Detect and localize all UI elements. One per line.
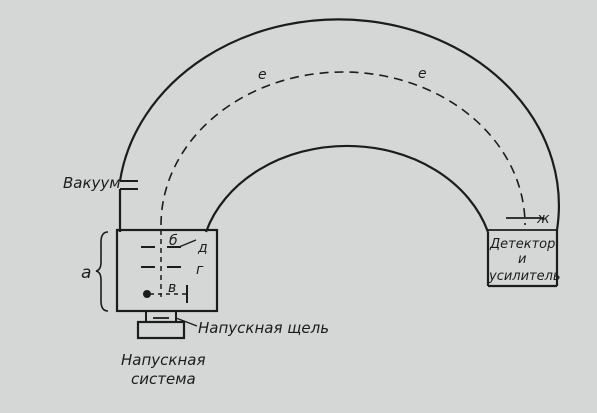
label-detector-3: усилитель: [488, 269, 561, 284]
label-inlet-system-2: система: [131, 370, 196, 388]
tube-inner-wall: [204, 144, 490, 233]
tube-outer-wall: [118, 18, 560, 231]
label-vacuum: Вакуум: [63, 174, 121, 192]
label-b: б: [169, 233, 178, 249]
ion-beam-path: [160, 71, 526, 226]
filament-dot: [143, 290, 151, 298]
label-a: а: [81, 263, 91, 283]
label-inlet-slit: Напускная щель: [198, 319, 329, 337]
leader-d: [178, 239, 197, 248]
label-e-right: е: [418, 66, 427, 82]
label-d: д: [197, 240, 208, 256]
label-zh: ж: [536, 211, 550, 227]
label-e-left: е: [258, 67, 267, 83]
label-g: г: [196, 262, 204, 278]
inlet-system-box: [136, 320, 186, 340]
label-detector-1: Детектор: [489, 237, 555, 252]
label-detector-2: и: [518, 252, 526, 267]
label-v: в: [168, 280, 176, 296]
leader-inlet-slit: [175, 317, 198, 327]
ion-source-box: [115, 228, 219, 313]
bracket-a: [95, 231, 109, 312]
label-inlet-system-1: Напускная: [121, 351, 206, 369]
